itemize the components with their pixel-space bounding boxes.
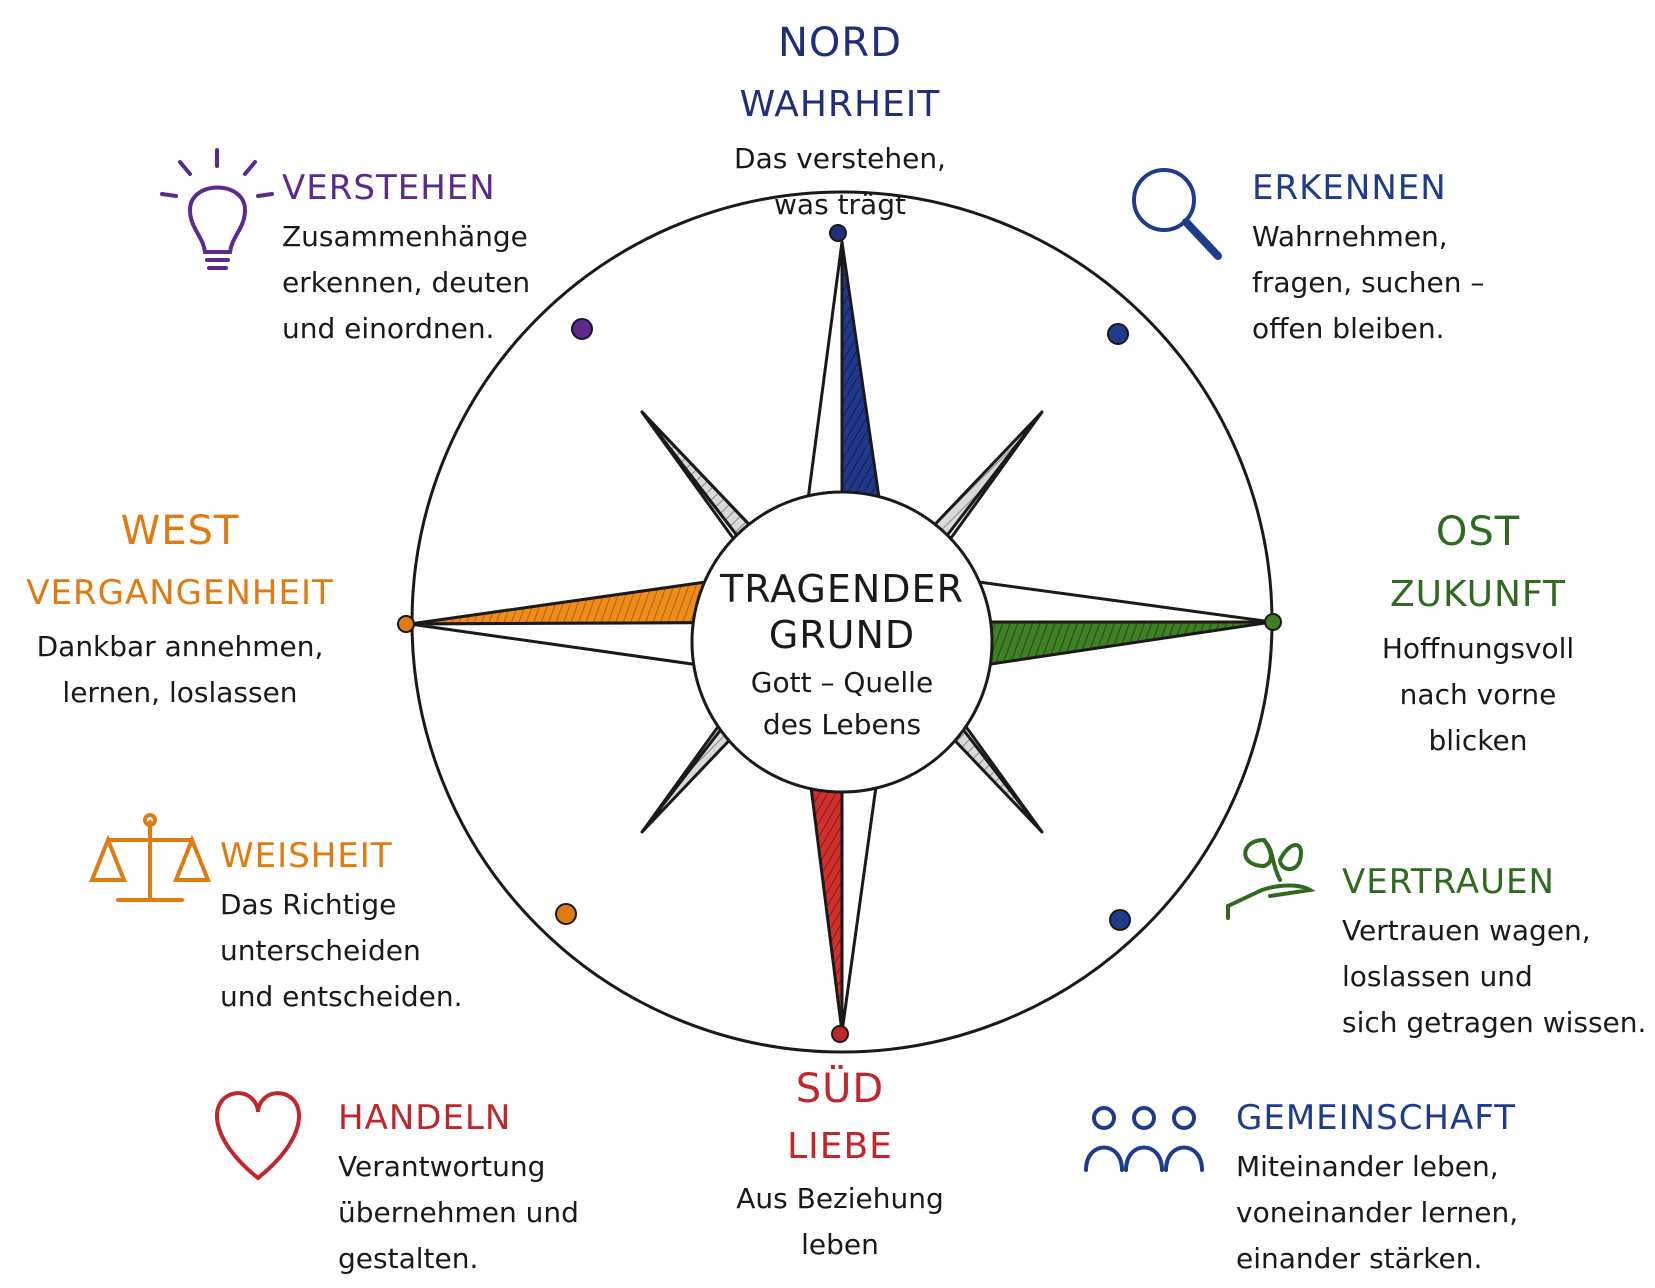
- handeln-title: HANDELN: [338, 1098, 512, 1138]
- northwest-dot: [571, 318, 593, 340]
- vertrauen-text: Vertrauen wagen, loslassen und sich getr…: [1342, 914, 1647, 1039]
- verstehen-text: Zusammenhänge erkennen, deuten und einor…: [282, 220, 531, 345]
- vertrauen-title: VERTRAUEN: [1342, 862, 1555, 902]
- gemeinschaft-text: Miteinander leben, voneinander lernen, e…: [1236, 1150, 1519, 1275]
- east-dot: [1264, 613, 1282, 631]
- south-text: Aus Beziehung leben: [736, 1182, 944, 1261]
- southwest-dot: [555, 903, 577, 925]
- north-dot: [829, 224, 847, 242]
- weisheit-label: WEISHEIT Das Richtige unterscheiden und …: [220, 830, 540, 1020]
- gemeinschaft-label: GEMEINSCHAFT Miteinander leben, voneinan…: [1236, 1092, 1536, 1282]
- scales-icon: [89, 813, 211, 902]
- south-dot: [831, 1025, 849, 1043]
- handeln-label: HANDELN Verantwortung übernehmen und ges…: [338, 1092, 638, 1282]
- vertrauen-label: VERTRAUEN Vertrauen wagen, loslassen und…: [1342, 856, 1652, 1046]
- northeast-dot: [1107, 323, 1129, 345]
- east-label: OST ZUKUNFT Hoffnungsvoll nach vorne bli…: [1318, 500, 1638, 764]
- center-circle: [690, 490, 994, 794]
- erkennen-label: ERKENNEN Wahrnehmen, fragen, suchen – of…: [1252, 162, 1552, 352]
- weisheit-text: Das Richtige unterscheiden und entscheid…: [220, 888, 463, 1013]
- lightbulb-icon: [160, 148, 274, 270]
- heart-icon: [214, 1091, 302, 1181]
- west-direction: WEST: [120, 508, 240, 554]
- erkennen-title: ERKENNEN: [1252, 168, 1447, 208]
- center-label: TRAGENDER GRUND Gott – Quelle des Lebens: [692, 566, 992, 746]
- plant-hand-icon: [1226, 837, 1316, 920]
- north-text: Das verstehen, was trägt: [734, 142, 946, 221]
- center-title-line2: GRUND: [768, 613, 916, 657]
- east-theme: ZUKUNFT: [1390, 574, 1566, 615]
- west-text: Dankbar annehmen, lernen, loslassen: [36, 630, 324, 709]
- weisheit-title: WEISHEIT: [220, 836, 393, 876]
- north-label: NORD WAHRHEIT Das verstehen, was trägt: [660, 12, 1020, 228]
- magnifier-icon: [1132, 168, 1222, 260]
- south-label: SÜD LIEBE Aus Beziehung leben: [660, 1060, 1020, 1268]
- west-dot: [397, 615, 415, 633]
- east-direction: OST: [1435, 509, 1521, 555]
- verstehen-label: VERSTEHEN Zusammenhänge erkennen, deuten…: [282, 162, 582, 352]
- erkennen-text: Wahrnehmen, fragen, suchen – offen bleib…: [1252, 220, 1485, 345]
- west-theme: VERGANGENHEIT: [26, 573, 334, 613]
- center-subtitle: Gott – Quelle des Lebens: [750, 666, 934, 741]
- gemeinschaft-title: GEMEINSCHAFT: [1236, 1098, 1516, 1138]
- verstehen-title: VERSTEHEN: [282, 168, 496, 208]
- center-title-line1: TRAGENDER: [720, 567, 964, 611]
- south-theme: LIEBE: [787, 1126, 893, 1167]
- south-direction: SÜD: [795, 1066, 885, 1112]
- southeast-dot: [1109, 909, 1131, 931]
- east-text: Hoffnungsvoll nach vorne blicken: [1381, 632, 1575, 757]
- north-direction: NORD: [778, 20, 902, 66]
- west-label: WEST VERGANGENHEIT Dankbar annehmen, ler…: [10, 500, 350, 716]
- handeln-text: Verantwortung übernehmen und gestalten.: [338, 1150, 579, 1275]
- people-icon: [1084, 1106, 1204, 1172]
- north-theme: WAHRHEIT: [739, 84, 941, 125]
